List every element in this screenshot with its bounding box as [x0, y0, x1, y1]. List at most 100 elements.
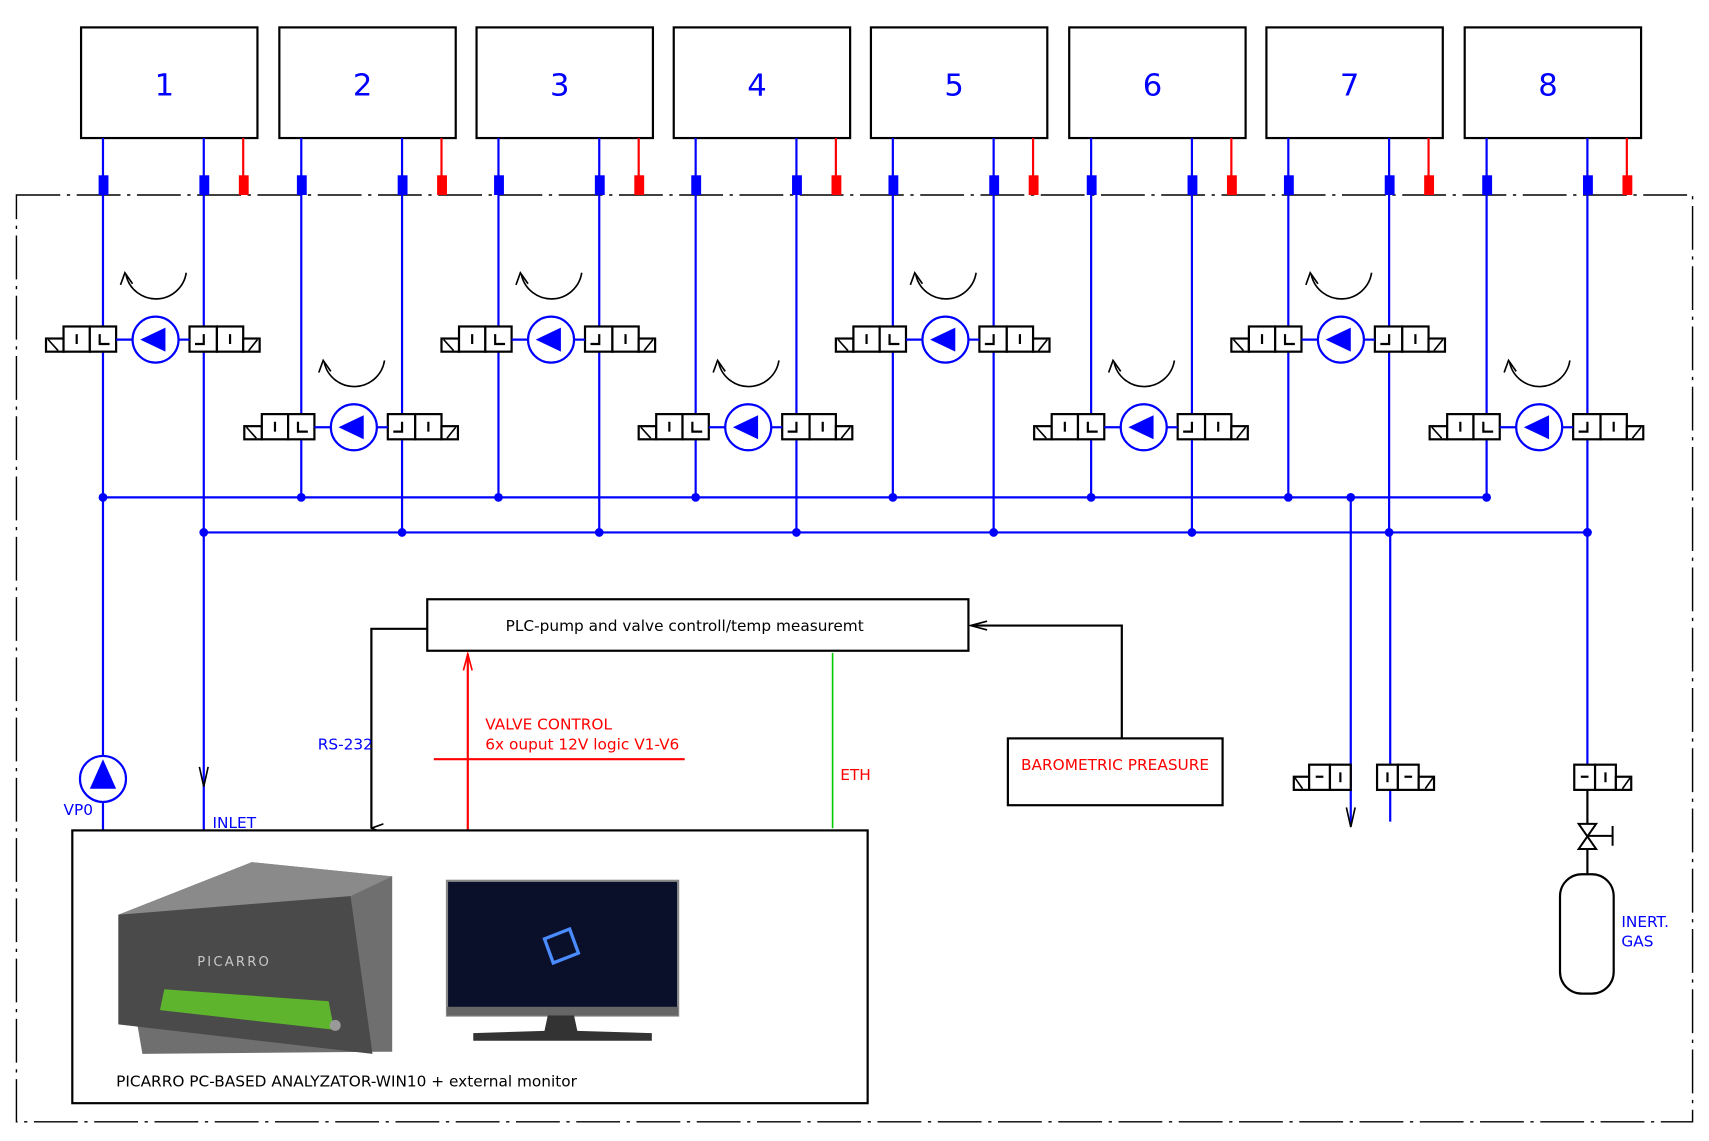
inert-gas-label: INERT.	[1621, 913, 1669, 931]
rotation-arrowhead	[712, 358, 726, 373]
solenoid-diagonal	[1433, 339, 1444, 352]
station-2: 2	[243, 26, 460, 537]
connector-red	[1226, 175, 1237, 196]
valve-port-icon	[1482, 421, 1494, 433]
connector-red	[831, 175, 842, 196]
connector-blue	[98, 175, 109, 196]
connector-blue	[199, 175, 210, 196]
sampling-chamber-box	[1463, 26, 1643, 140]
plc-label: PLC-pump and valve controll/temp measure…	[506, 617, 864, 635]
connector-red	[1622, 175, 1633, 196]
valve-block	[1274, 325, 1303, 353]
solenoid-diagonal	[47, 339, 59, 352]
valve-port-icon	[1578, 421, 1589, 433]
connector-blue	[397, 175, 408, 196]
solenoid-diagonal	[443, 339, 455, 352]
rotation-arrowhead	[1107, 358, 1122, 373]
valve-block	[878, 325, 908, 353]
valve-port-icon	[1086, 421, 1098, 433]
rotation-arrowhead	[119, 271, 134, 286]
solenoid-diagonal	[1035, 426, 1047, 439]
sampling-chamber-box	[672, 26, 852, 140]
barometric-line	[971, 624, 1123, 739]
connector-red	[437, 175, 447, 196]
exhaust-arrow-icon	[1345, 807, 1356, 828]
valve-port-icon	[787, 421, 798, 433]
valve-control-label: VALVE CONTROL	[485, 716, 612, 734]
inert-gas-label-2: GAS	[1621, 933, 1653, 951]
connector-red	[238, 175, 249, 196]
valve-port-icon	[984, 334, 995, 346]
pump-triangle	[1523, 415, 1550, 440]
solenoid-diagonal	[1037, 339, 1048, 352]
chamber-number: 6	[1143, 68, 1163, 103]
valve-block	[1599, 413, 1628, 441]
chamber-number: 4	[747, 68, 767, 103]
pump-triangle	[1128, 415, 1154, 440]
outlet-valve	[1573, 763, 1633, 791]
inlet-label: INLET	[213, 814, 257, 832]
enclosure-border	[15, 194, 1694, 1123]
sampling-chamber-box	[79, 26, 259, 140]
valve-port-icon	[1183, 421, 1194, 433]
rotation-arrowhead	[1503, 358, 1517, 373]
valve-block	[1472, 413, 1501, 441]
connector-blue	[792, 175, 802, 196]
solenoid-icon	[1417, 775, 1436, 791]
station-7: 7	[1230, 26, 1447, 537]
rotation-arrow-icon	[1310, 272, 1373, 300]
rotation-arrow-icon	[1113, 360, 1176, 388]
chamber-number: 5	[944, 68, 964, 103]
solenoid-diagonal	[446, 426, 457, 439]
chamber-number: 2	[353, 68, 373, 103]
solenoid-diagonal	[840, 426, 851, 439]
solenoid-diagonal	[1621, 777, 1631, 790]
sampling-chamber-box	[278, 26, 457, 140]
valve-block	[1076, 413, 1106, 441]
chamber-number: 1	[155, 68, 175, 103]
chamber-number: 7	[1340, 68, 1360, 103]
station-8: 8	[1428, 26, 1645, 537]
valve-control-detail: 6x ouput 12V logic V1-V6	[485, 735, 679, 753]
sampling-chamber-box	[475, 26, 655, 140]
connector-red	[634, 175, 645, 196]
pump-triangle	[732, 415, 759, 440]
rs232-line	[370, 627, 428, 828]
valve-port-icon	[296, 421, 308, 433]
valve-port-icon	[1380, 334, 1391, 346]
solenoid-diagonal	[1631, 426, 1642, 439]
connector-blue	[989, 175, 1000, 196]
barometric-label: BAROMETRIC PREASURE	[1021, 756, 1209, 774]
rotation-arrowhead	[1305, 271, 1319, 286]
rotation-arrow-icon	[125, 272, 188, 300]
pump-triangle	[338, 415, 364, 440]
barometric-arrow-icon	[967, 620, 988, 631]
vp0-pump-triangle	[89, 759, 117, 789]
rotation-arrow-icon	[717, 360, 780, 388]
connector-blue	[691, 175, 702, 196]
station-6: 6	[1033, 26, 1249, 537]
sampling-chamber-box	[869, 26, 1049, 140]
pump-triangle	[1325, 327, 1351, 352]
solenoid-diagonal	[1236, 426, 1247, 439]
sampling-chamber-box	[1265, 26, 1444, 140]
analyzer-label: PICARRO PC-BASED ANALYZATOR-WIN10 + exte…	[116, 1073, 578, 1091]
rs232-label: RS-232	[318, 735, 373, 753]
rotation-arrowhead	[318, 358, 332, 373]
valve-port-icon	[98, 334, 110, 346]
chamber-number: 3	[550, 68, 570, 103]
rotation-arrow-icon	[323, 360, 386, 388]
solenoid-diagonal	[1232, 339, 1245, 352]
solenoid-diagonal	[640, 426, 652, 439]
valve-port-icon	[494, 334, 506, 346]
solenoid-diagonal	[643, 339, 654, 352]
station-5: 5	[834, 26, 1051, 537]
pump-triangle	[535, 327, 561, 352]
connector-red	[1424, 175, 1435, 196]
picarro-analyzer-image: PICARRO	[118, 862, 393, 1054]
solenoid-icon	[1614, 775, 1633, 791]
outlet-valve	[1292, 763, 1352, 791]
station-3: 3	[440, 26, 657, 537]
solenoid-diagonal	[1431, 426, 1443, 439]
